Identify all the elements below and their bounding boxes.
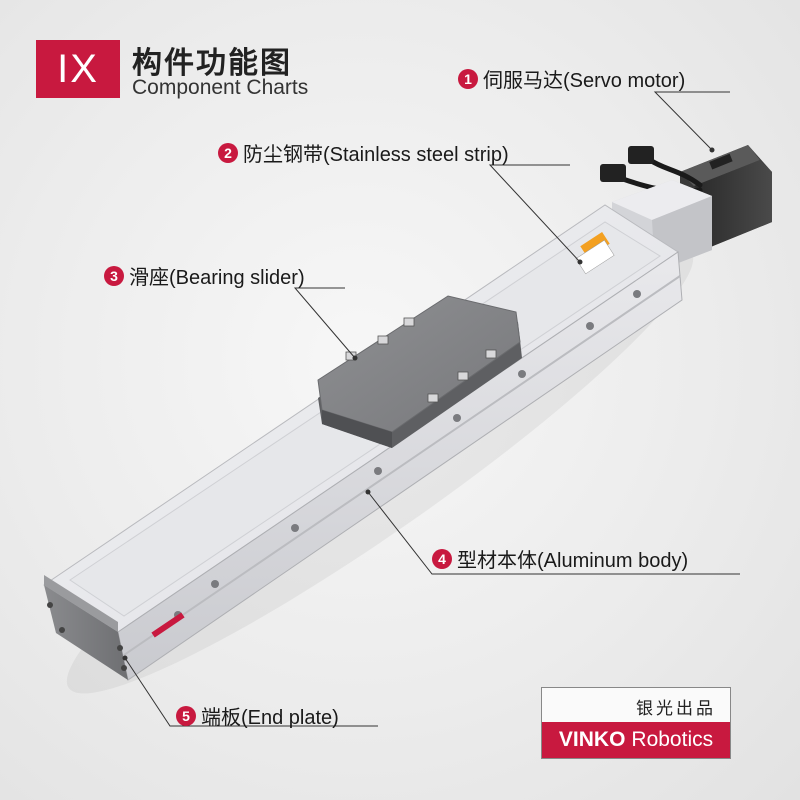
label-bearing-slider-text: 滑座(Bearing slider) <box>129 267 305 289</box>
callout-number-3: 3 <box>104 265 124 286</box>
brand-logo: 银光出品 VINKO Robotics <box>541 687 731 759</box>
page-title-en: Component Charts <box>132 76 309 99</box>
side-holes <box>174 290 641 619</box>
side-brand-strip <box>151 612 185 638</box>
label-end-plate-text: 端板(End plate) <box>201 707 339 729</box>
brand-cn: 银光出品 <box>636 699 716 718</box>
label-servo-motor: 1 伺服马达(Servo motor) <box>458 64 685 93</box>
warning-label <box>575 232 615 275</box>
leader-lines <box>124 91 740 727</box>
label-aluminum-body: 4 型材本体(Aluminum body) <box>432 544 688 573</box>
label-aluminum-body-text: 型材本体(Aluminum body) <box>457 550 689 572</box>
ix-badge: IX <box>36 40 120 98</box>
callout-number-5: 5 <box>176 705 196 726</box>
motor-connectors <box>600 146 654 182</box>
callout-number-4: 4 <box>432 548 452 569</box>
label-servo-motor-text: 伺服马达(Servo motor) <box>483 70 686 92</box>
callout-number-2: 2 <box>218 142 238 163</box>
page-title-cn: 构件功能图 <box>132 47 292 80</box>
label-bearing-slider: 3 滑座(Bearing slider) <box>104 261 305 290</box>
leader-dots <box>122 147 715 661</box>
callout-number-1: 1 <box>458 68 478 89</box>
label-end-plate: 5 端板(End plate) <box>176 701 339 730</box>
end-plate <box>44 575 128 680</box>
label-steel-strip: 2 防尘钢带(Stainless steel strip) <box>218 138 509 167</box>
label-steel-strip-text: 防尘钢带(Stainless steel strip) <box>243 144 509 166</box>
brand-name-rest: Robotics <box>631 728 714 751</box>
bearing-slider <box>317 295 522 448</box>
brand-name-bold: VINKO <box>558 728 626 751</box>
brand-bar: VINKO Robotics <box>542 722 730 758</box>
